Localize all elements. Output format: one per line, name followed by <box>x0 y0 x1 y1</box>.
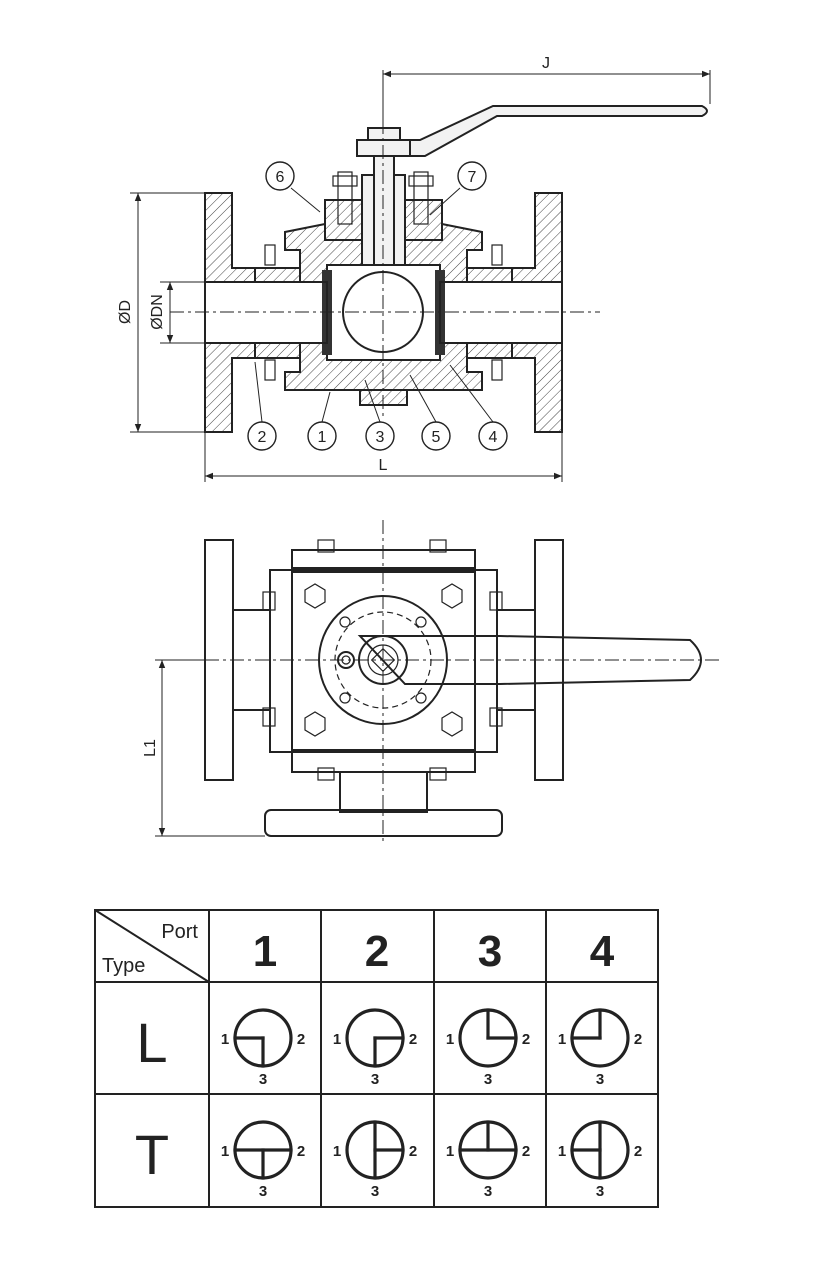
port-number-right: 2 <box>634 1031 642 1048</box>
dimension-dn: ØDN <box>149 281 205 344</box>
port-number-left: 1 <box>558 1143 566 1160</box>
port-header-1: 1 <box>253 927 277 976</box>
dimension-d: ØD <box>117 192 205 433</box>
port-number-bottom: 3 <box>371 1071 379 1088</box>
callout-6 <box>265 161 295 191</box>
port-number-right: 2 <box>297 1031 305 1048</box>
port-symbol-t-2: 1 2 3 <box>333 1120 417 1200</box>
dimension-l1-label: L1 <box>142 739 159 757</box>
port-header-2: 2 <box>365 927 389 976</box>
callout-4 <box>478 421 508 451</box>
callout-1 <box>307 421 337 451</box>
port-symbol-t-3: 1 2 3 <box>446 1120 530 1200</box>
port-number-right: 2 <box>522 1143 530 1160</box>
callout-3 <box>365 421 395 451</box>
svg-text:6: 6 <box>276 169 285 186</box>
port-symbol-t-4: 1 2 3 <box>558 1120 642 1200</box>
port-number-left: 1 <box>333 1031 341 1048</box>
port-number-right: 2 <box>297 1143 305 1160</box>
port-number-left: 1 <box>333 1143 341 1160</box>
port-number-bottom: 3 <box>259 1071 267 1088</box>
callouts: 6 7 2 1 3 5 4 <box>247 161 508 451</box>
port-number-bottom: 3 <box>596 1071 604 1088</box>
port-number-right: 2 <box>409 1143 417 1160</box>
port-header-4: 4 <box>590 927 615 976</box>
port-symbol-l-4: 1 2 3 <box>558 1008 642 1088</box>
section-view <box>170 105 708 433</box>
port-number-bottom: 3 <box>371 1183 379 1200</box>
port-number-bottom: 3 <box>484 1183 492 1200</box>
svg-text:4: 4 <box>489 429 498 446</box>
dimension-l1: L1 <box>142 659 265 837</box>
svg-text:7: 7 <box>468 169 477 186</box>
port-number-bottom: 3 <box>596 1183 604 1200</box>
dimension-dn-label: ØDN <box>149 294 166 330</box>
port-number-right: 2 <box>634 1143 642 1160</box>
port-symbols: 1 2 3 1 2 3 1 2 3 1 2 3 1 2 3 1 2 3 1 2 3 1 2 3 <box>221 1008 642 1200</box>
dimension-d-label: ØD <box>117 300 134 324</box>
svg-text:1: 1 <box>318 429 327 446</box>
port-symbol-t-1: 1 2 3 <box>221 1120 305 1200</box>
port-number-left: 1 <box>558 1031 566 1048</box>
port-number-right: 2 <box>409 1031 417 1048</box>
port-number-left: 1 <box>446 1143 454 1160</box>
type-labels: LT <box>135 1011 169 1186</box>
port-number-left: 1 <box>446 1031 454 1048</box>
port-number-bottom: 3 <box>484 1071 492 1088</box>
svg-text:3: 3 <box>376 429 385 446</box>
type-label-L: L <box>136 1011 167 1074</box>
port-symbol-l-2: 1 2 3 <box>333 1008 417 1088</box>
port-number-left: 1 <box>221 1143 229 1160</box>
plan-view <box>155 520 720 845</box>
port-headers: 1 2 3 4 <box>253 927 615 976</box>
port-number-bottom: 3 <box>259 1183 267 1200</box>
dimension-j: J <box>382 55 711 128</box>
callout-2 <box>247 421 277 451</box>
port-symbol-l-1: 1 2 3 <box>221 1008 305 1088</box>
dimension-l: L <box>204 432 563 482</box>
dimension-j-label: J <box>542 55 550 72</box>
port-header-3: 3 <box>478 927 502 976</box>
corner-port-label: Port <box>161 921 198 943</box>
corner-type-label: Type <box>102 955 145 977</box>
callout-7 <box>457 161 487 191</box>
port-number-left: 1 <box>221 1031 229 1048</box>
dimension-l-label: L <box>379 457 388 474</box>
port-number-right: 2 <box>522 1031 530 1048</box>
svg-text:2: 2 <box>258 429 267 446</box>
type-label-T: T <box>135 1123 169 1186</box>
svg-text:5: 5 <box>432 429 441 446</box>
port-symbol-l-3: 1 2 3 <box>446 1008 530 1088</box>
callout-5 <box>421 421 451 451</box>
